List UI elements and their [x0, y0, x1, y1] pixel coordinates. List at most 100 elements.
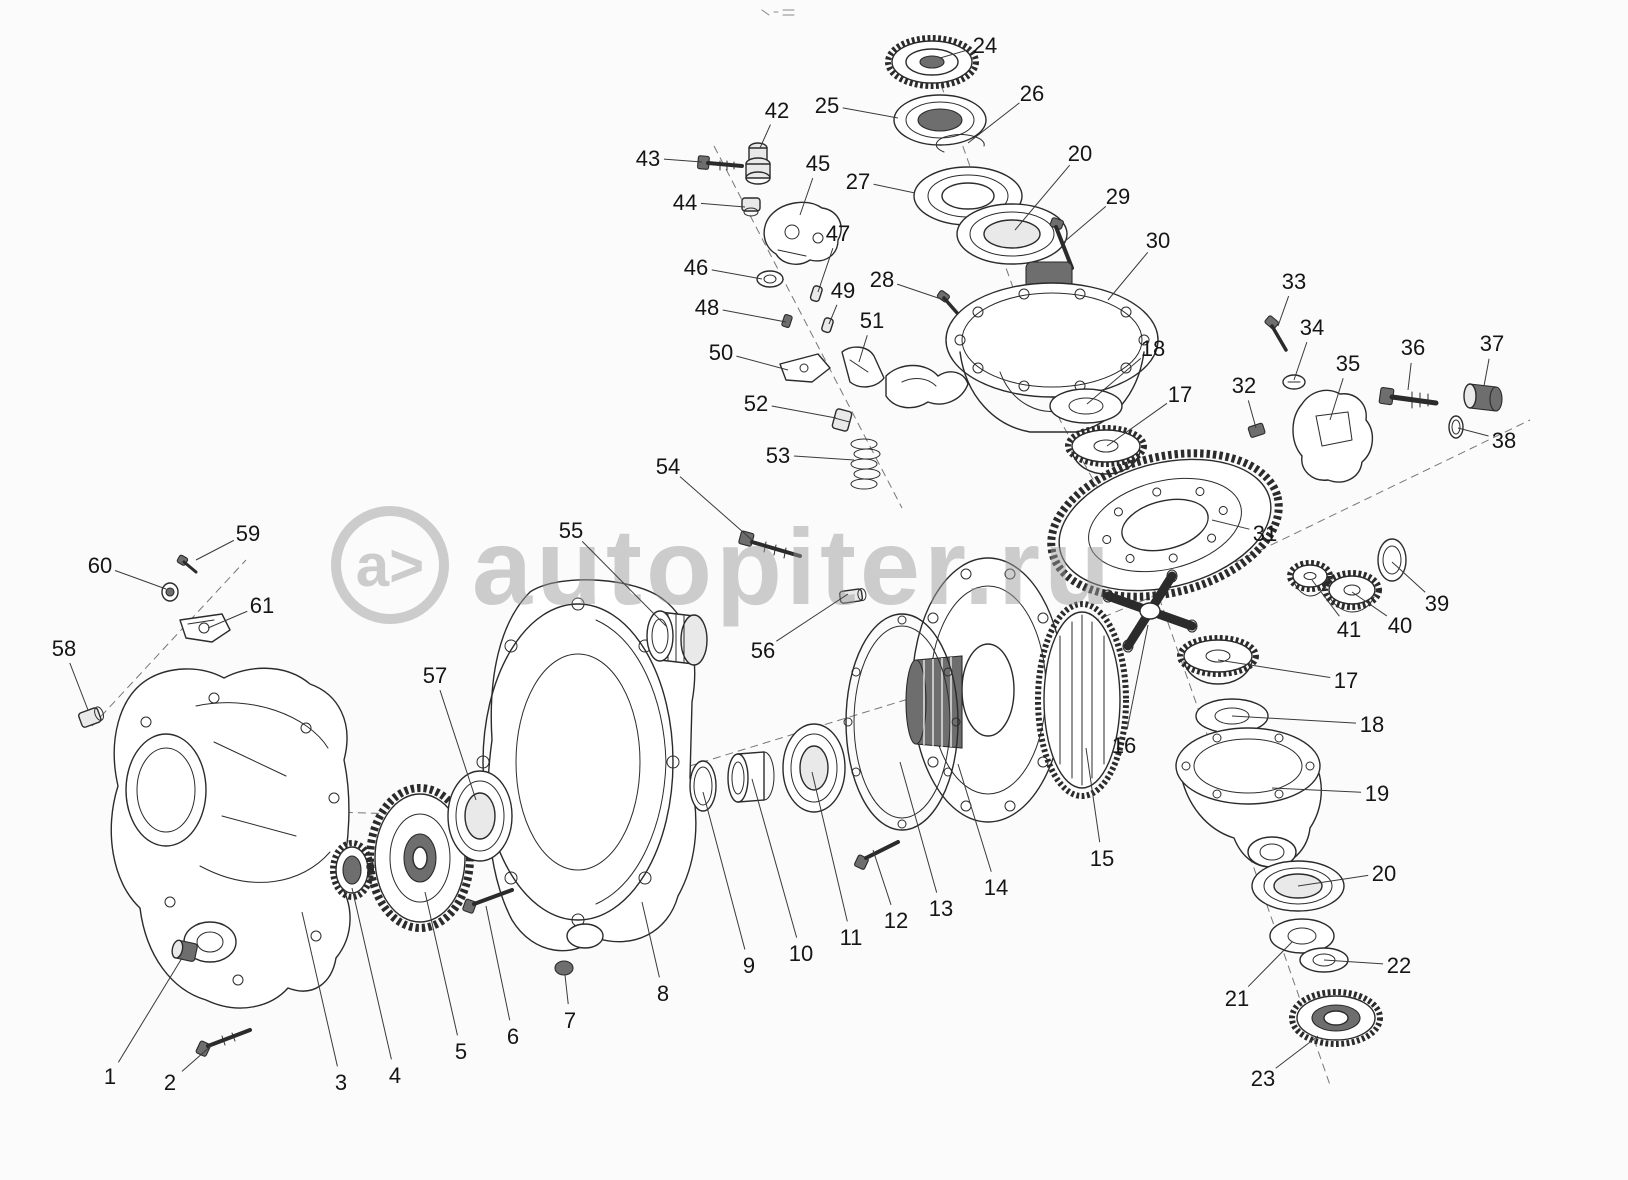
part-25-bearing: [893, 94, 987, 146]
part-32-pin: [1247, 422, 1266, 438]
part-54-bolt: [738, 530, 802, 559]
part-17-side-gear-lower: [1177, 635, 1259, 685]
callout-label: 55: [559, 518, 583, 543]
callout-label: 42: [765, 98, 789, 123]
callout-label: 7: [564, 1008, 576, 1033]
callout-leader-line: [181, 1044, 213, 1072]
top-watermark-marks: [761, 9, 795, 16]
callout-label: 59: [236, 521, 260, 546]
watermark: a> autopiter.ru: [331, 506, 1110, 627]
callout-leader-line: [1231, 715, 1357, 724]
callout-leader-line: [114, 569, 167, 590]
callout-leader-line: [117, 957, 183, 1063]
callout-leader-line: [1086, 357, 1142, 405]
callout-leader-line: [722, 309, 787, 323]
part-60-grommet: [161, 582, 179, 602]
callout-label: 61: [250, 593, 274, 618]
part-53-spring: [850, 438, 881, 490]
callout-leader-line: [759, 124, 771, 149]
part-38-washer: [1448, 415, 1464, 439]
watermark-logo-text: a>: [356, 532, 424, 599]
callout-label: 31: [1253, 521, 1277, 546]
callout-leader-line: [957, 763, 992, 872]
part-57-bearing: [447, 770, 513, 862]
callout-leader-line: [581, 541, 667, 627]
callout-label: 32: [1232, 373, 1256, 398]
callout-label: 57: [423, 663, 447, 688]
part-17-side-gear-upper: [1065, 425, 1147, 475]
callout-leader-line: [751, 778, 798, 938]
main-axis-line: [149, 419, 1531, 819]
part-35-bracket: [1292, 389, 1373, 483]
callout-leader-line: [736, 355, 789, 371]
callout-leader-line: [679, 476, 753, 541]
callout-label: 13: [929, 896, 953, 921]
callout-label: 47: [826, 221, 850, 246]
callout-label: 46: [684, 255, 708, 280]
part-20-bearing-upper: [956, 203, 1068, 265]
callout-label: 39: [1425, 591, 1449, 616]
callout-leader-line: [1126, 624, 1149, 730]
callout-leader-line: [967, 102, 1020, 144]
part-31-crown-gear: [1047, 449, 1283, 601]
callout-label: 5: [455, 1039, 467, 1064]
callout-leader-line: [351, 887, 392, 1060]
callout-leader-line: [1293, 341, 1308, 381]
callout-leader-line: [1277, 295, 1290, 327]
callout-label: 15: [1090, 846, 1114, 871]
callout-leader-line: [439, 690, 477, 801]
callout-leader-line: [1297, 874, 1369, 887]
callout-leader-line: [1271, 787, 1362, 793]
callout-leader-line: [663, 158, 703, 163]
callout-leader-line: [702, 791, 746, 950]
callout-leader-line: [711, 269, 763, 280]
callout-label: 52: [744, 391, 768, 416]
callout-leader-line: [828, 304, 838, 325]
callout-leader-line: [858, 335, 868, 363]
callout-label: 40: [1388, 613, 1412, 638]
part-2-bolt: [195, 1028, 252, 1057]
part-1-plug: [171, 939, 198, 962]
callout-leader-line: [776, 593, 849, 642]
callout-label: 38: [1492, 428, 1516, 453]
callout-leader-line: [1106, 402, 1168, 447]
callout-label: 48: [695, 295, 719, 320]
part-52-pin: [831, 408, 853, 432]
callout-label: 50: [709, 340, 733, 365]
part-7-detent-ball: [554, 960, 574, 976]
callout-leader-line: [793, 455, 855, 461]
callout-label: 6: [507, 1024, 519, 1049]
callout-label: 53: [766, 443, 790, 468]
callout-label: 3: [335, 1070, 347, 1095]
callout-label: 20: [1372, 861, 1396, 886]
part-8-main-case-half: [476, 579, 697, 952]
part-shift-fork: [885, 364, 969, 409]
part-18-thrust-washer-upper: [1049, 388, 1123, 424]
callout-leader-line: [1311, 579, 1340, 617]
part-29-bolt: [1049, 217, 1074, 270]
callout-label: 4: [389, 1063, 401, 1088]
part-24-companion-flange: [885, 35, 979, 89]
left-parts-axis-line: [91, 559, 247, 727]
callout-label: 45: [806, 151, 830, 176]
callout-leader-line: [1483, 358, 1490, 387]
part-55-end-cap: [646, 610, 708, 666]
callout-label: 29: [1106, 184, 1130, 209]
callout-label: 60: [88, 553, 112, 578]
callout-label: 1: [104, 1064, 116, 1089]
callout-leader-line: [564, 974, 569, 1005]
callout-label: 17: [1334, 668, 1358, 693]
part-13-gasket: [843, 613, 961, 831]
callout-leader-line: [69, 662, 89, 711]
callout-label: 17: [1168, 382, 1192, 407]
callout-label: 49: [831, 278, 855, 303]
part-46-washer: [756, 270, 784, 288]
callout-leader-line: [1247, 400, 1257, 429]
callout-leader-line: [641, 901, 660, 978]
part-6-bolt: [462, 888, 514, 914]
part-21-washer: [1269, 918, 1335, 954]
callout-leader-line: [1329, 378, 1344, 421]
callout-label: 34: [1300, 315, 1324, 340]
